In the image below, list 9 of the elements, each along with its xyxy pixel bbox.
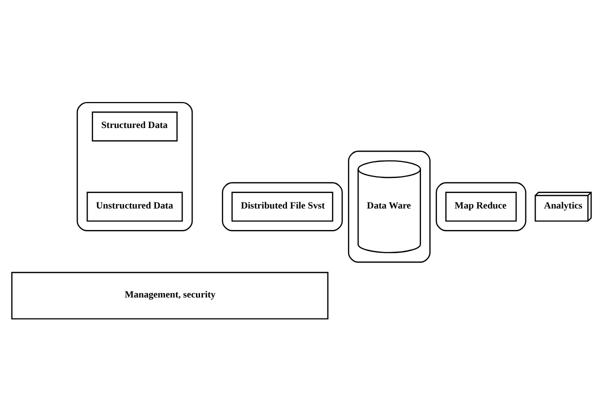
node-box: Distributed File Svst: [231, 191, 334, 222]
cluster: [222, 182, 343, 231]
cluster: [436, 182, 526, 231]
cluster: [348, 150, 431, 262]
node-box: Management, security: [11, 271, 328, 319]
node-box: Structured Data: [92, 111, 178, 141]
node-box: Unstructured Data: [86, 191, 183, 222]
node-box: Map Reduce: [445, 191, 517, 222]
cluster: [76, 101, 193, 231]
